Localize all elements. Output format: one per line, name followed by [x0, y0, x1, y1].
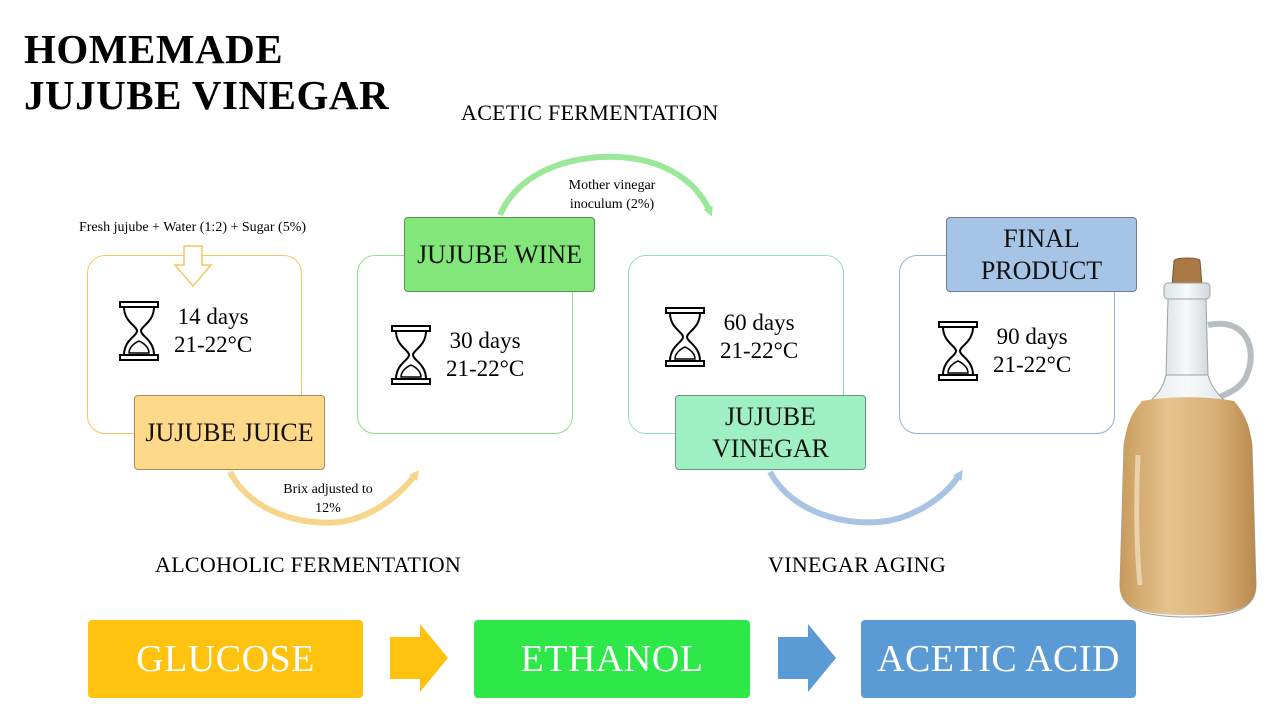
stage-label-final-line-2: PRODUCT	[980, 255, 1103, 285]
mother-note-line-1: Mother vinegar	[568, 178, 656, 193]
mother-vinegar-note: Mother vinegar inoculum (2%)	[538, 176, 686, 214]
hourglass-icon	[664, 306, 706, 368]
phase-alcoholic-fermentation: ALCOHOLIC FERMENTATION	[155, 552, 462, 577]
mother-note-line-2: inoculum (2%)	[569, 197, 655, 212]
stage-label-juice: JUJUBE JUICE	[134, 395, 325, 470]
stage-days-final: 90 days	[996, 324, 1068, 349]
stage-temp-juice: 21-22°C	[174, 332, 253, 357]
stage-days-vinegar: 60 days	[723, 310, 795, 335]
hourglass-icon	[937, 320, 979, 382]
stage-temp-wine: 21-22°C	[446, 356, 525, 381]
stage-label-vinegar-line-2: VINEGAR	[712, 433, 829, 463]
chemical-ethanol: ETHANOL	[474, 620, 750, 698]
stage-label-vinegar-line-1: JUJUBE	[724, 401, 816, 431]
chemical-acetic-acid: ACETIC ACID	[861, 620, 1136, 698]
stage-label-vinegar: JUJUBE VINEGAR	[675, 395, 866, 470]
arrow-glucose-to-ethanol	[390, 624, 448, 692]
stage-info-final-text: 90 days 21-22°C	[993, 323, 1071, 379]
stage-temp-vinegar: 21-22°C	[720, 338, 799, 363]
stage-info-juice-text: 14 days 21-22°C	[174, 303, 252, 359]
stage-info-juice: 14 days 21-22°C	[118, 300, 252, 362]
stage-info-vinegar-text: 60 days 21-22°C	[720, 309, 798, 365]
stage-days-wine: 30 days	[449, 328, 521, 353]
title-line-2: JUJUBE VINEGAR	[24, 72, 390, 118]
brix-note-line-1: Brix adjusted to	[283, 482, 373, 497]
arrow-ethanol-to-acetic	[778, 624, 836, 692]
stage-info-wine: 30 days 21-22°C	[390, 324, 524, 386]
stage-info-vinegar: 60 days 21-22°C	[664, 306, 798, 368]
stage-label-final: FINAL PRODUCT	[946, 217, 1137, 292]
phase-acetic-fermentation: ACETIC FERMENTATION	[461, 100, 719, 125]
title-line-1: HOMEMADE	[24, 26, 284, 72]
stage-temp-final: 21-22°C	[993, 352, 1072, 377]
phase-vinegar-aging: VINEGAR AGING	[768, 552, 947, 577]
ingredients-note: Fresh jujube + Water (1:2) + Sugar (5%)	[78, 220, 307, 235]
stage-label-wine: JUJUBE WINE	[404, 217, 595, 292]
stage-label-final-line-1: FINAL	[1003, 223, 1080, 253]
hourglass-icon	[118, 300, 160, 362]
stage-label-juice-line-1: JUJUBE JUICE	[145, 417, 314, 447]
stage-info-final: 90 days 21-22°C	[937, 320, 1071, 382]
arrow-vinegar-to-final	[767, 469, 963, 526]
hourglass-icon	[390, 324, 432, 386]
chemical-glucose: GLUCOSE	[88, 620, 363, 698]
stage-info-wine-text: 30 days 21-22°C	[446, 327, 524, 383]
brix-note-line-2: 12%	[315, 501, 341, 516]
stage-label-wine-line-1: JUJUBE WINE	[417, 239, 582, 269]
vinegar-bottle-image	[1119, 257, 1257, 618]
brix-note: Brix adjusted to 12%	[258, 480, 398, 518]
stage-days-juice: 14 days	[177, 304, 249, 329]
page-title: HOMEMADE JUJUBE VINEGAR	[24, 26, 389, 118]
